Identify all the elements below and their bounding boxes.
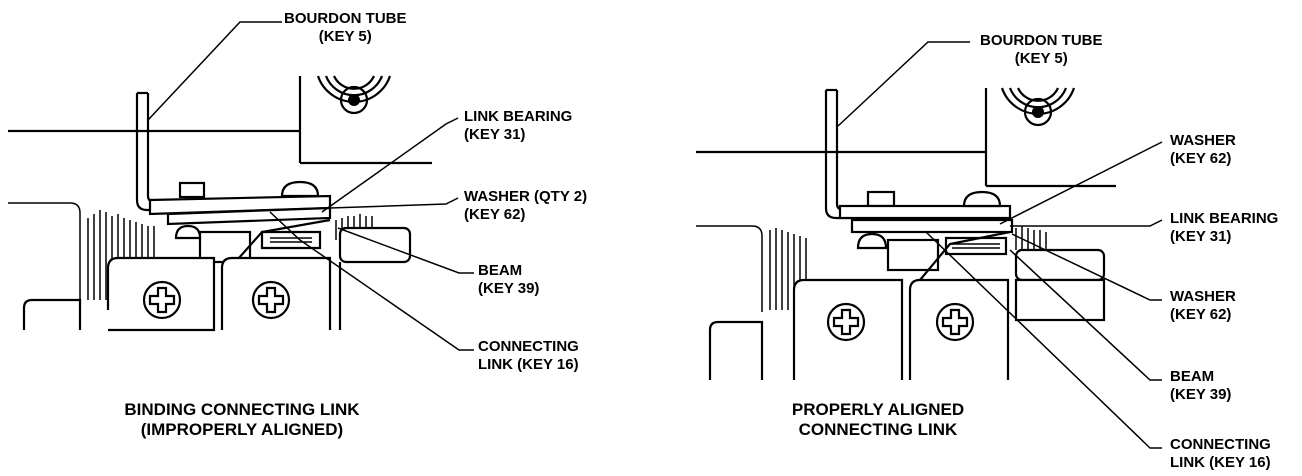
right-base-block-1 [792, 278, 904, 380]
right-beam [944, 236, 1008, 256]
left-bourdon-arm [135, 93, 168, 212]
left-leader-washer [329, 197, 459, 209]
left-leader-bourdon [147, 21, 282, 121]
left-base-foot [22, 298, 82, 330]
right-leader-link-bearing [1010, 219, 1163, 227]
left-phillips-screw-2 [251, 280, 291, 320]
right-label-bourdon-tube: BOURDON TUBE (KEY 5) [980, 32, 1103, 67]
right-cooling-fins [696, 225, 1047, 312]
left-connecting-link [229, 218, 331, 269]
right-phillips-screw-2 [935, 302, 975, 342]
left-leader-link-bearing [321, 117, 459, 213]
right-small-screw [866, 190, 896, 208]
left-spiral-coil [316, 75, 392, 115]
left-phillips-screw-1 [142, 280, 182, 320]
right-top-plate [838, 204, 1012, 220]
right-leader-washer-bottom [1011, 233, 1162, 301]
right-bourdon-arm [824, 90, 860, 220]
left-leader-connecting-link [269, 211, 474, 351]
right-lower-screw [856, 232, 888, 250]
left-small-screw [178, 181, 206, 199]
right-figure-caption: PROPERLY ALIGNED CONNECTING LINK [791, 400, 965, 439]
left-label-washer: WASHER (QTY 2) (KEY 62) [464, 188, 588, 223]
left-label-beam: BEAM (KEY 39) [478, 262, 540, 297]
right-leader-bourdon [837, 41, 970, 127]
right-washer-plate [850, 218, 1014, 234]
right-phillips-screw-1 [826, 302, 866, 342]
right-connecting-link [919, 230, 1011, 281]
right-label-washer-bottom: WASHER (KEY 62) [1170, 288, 1236, 323]
right-label-washer-top: WASHER (KEY 62) [1170, 132, 1236, 167]
left-label-connecting-link: CONNECTING LINK (KEY 16) [478, 338, 579, 373]
left-label-link-bearing: LINK BEARING (KEY 31) [464, 108, 573, 143]
right-screw-head [962, 190, 1002, 208]
right-beam-block [886, 238, 940, 272]
right-right-block [1014, 248, 1106, 282]
right-lower-right-block [1014, 278, 1106, 322]
right-spiral-coil [1000, 87, 1076, 127]
left-screw-head [280, 180, 320, 198]
left-right-block [338, 226, 412, 264]
right-label-connecting-link: CONNECTING LINK (KEY 16) [1170, 436, 1271, 471]
left-lower-screw [174, 224, 202, 240]
left-washer-plate [166, 206, 332, 226]
right-leader-washer-top [999, 141, 1163, 225]
right-leader-beam [1009, 249, 1162, 381]
left-leader-beam [337, 227, 474, 274]
left-label-bourdon-tube: BOURDON TUBE (KEY 5) [284, 10, 407, 45]
left-base-block-1 [106, 256, 216, 332]
right-label-beam: BEAM (KEY 39) [1170, 368, 1232, 403]
left-figure-caption: BINDING CONNECTING LINK (IMPROPERLY ALIG… [124, 400, 360, 439]
right-label-link-bearing: LINK BEARING (KEY 31) [1170, 210, 1279, 245]
right-leader-connecting-link [925, 231, 1162, 449]
right-base-foot [708, 320, 764, 380]
